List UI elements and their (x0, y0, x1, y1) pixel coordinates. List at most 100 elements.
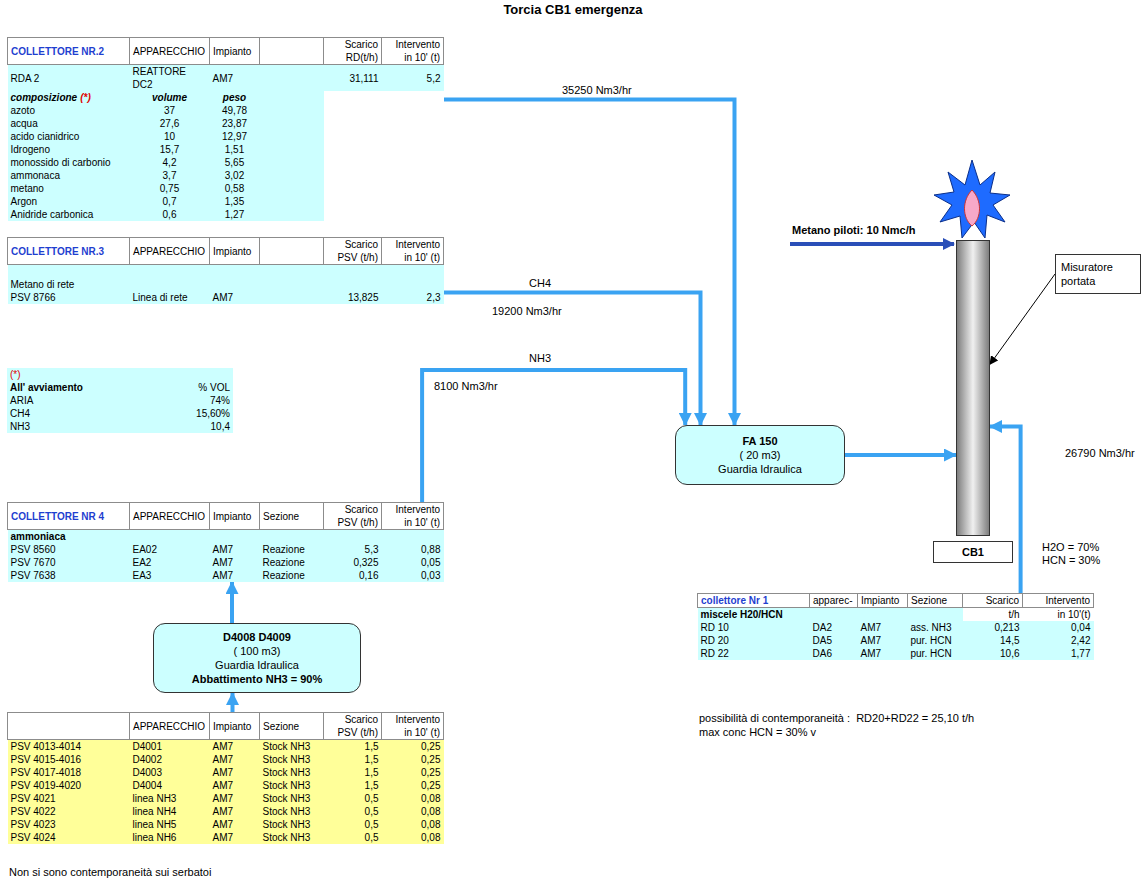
table-cell (324, 91, 382, 104)
cell-text: Stock NH3 (263, 806, 311, 817)
flow-arrow (990, 427, 1021, 594)
table-cell: Intervento in 10' (t) (382, 713, 444, 740)
cell-text: Intervento in 10' (t) (396, 504, 440, 528)
cell-text: 23,87 (222, 118, 247, 129)
table-row: APPARECCHIOImpiantoSezioneScarico PSV (t… (8, 713, 444, 740)
table-cell: 1,77 (1023, 647, 1094, 660)
table-grid: COLLETTORE NR.2APPARECCHIOImpiantoScaric… (7, 37, 444, 221)
table-row: acido cianidrico1012,97 (8, 130, 444, 143)
pilot-methane-arrow (790, 242, 954, 246)
cell-text: azoto (11, 105, 35, 116)
table-cell: AM7 (858, 634, 908, 647)
table-cell: COLLETTORE NR.2 (8, 38, 130, 65)
cell-text: 0,16 (359, 570, 378, 581)
cell-text: 0,213 (994, 622, 1019, 633)
table-cell (260, 278, 324, 291)
table-row: collettore Nr 1apparec-ImpiantoSezioneSc… (698, 594, 1094, 608)
data-table: collettore Nr 1apparec-ImpiantoSezioneSc… (697, 593, 1094, 660)
table-cell: pur. HCN (908, 634, 963, 647)
table-cell: PSV 4019-4020 (8, 779, 130, 792)
table-cell: AM7 (210, 556, 260, 569)
table-cell (130, 278, 210, 291)
table-row: composizione(*)volumepeso (8, 91, 444, 104)
table-cell: 23,87 (210, 117, 260, 130)
cell-text: Linea di rete (133, 292, 188, 303)
cell-text: 5,2 (427, 73, 441, 84)
box-text: ( 100 m3) (160, 644, 354, 658)
cell-text: acido cianidrico (11, 131, 80, 142)
note-label: 19200 Nm3/hr (490, 305, 564, 318)
cell-text: 3,7 (163, 170, 177, 181)
table-row: RD 22DA6AM7pur. HCN10,61,77 (698, 647, 1094, 660)
cell-text: AM7 (213, 767, 234, 778)
table-cell (260, 169, 324, 182)
cell-text: 10,4 (211, 421, 230, 432)
cell-text: Intervento (1046, 595, 1090, 606)
table-cell: 0,88 (382, 543, 444, 556)
cell-text: 0,04 (1071, 622, 1090, 633)
table-cell (210, 265, 260, 279)
cell-text: AM7 (213, 557, 234, 568)
table-cell: 31,111 (324, 65, 382, 92)
table-cell: APPARECCHIO (130, 713, 210, 740)
cell-text: AM7 (213, 819, 234, 830)
table-cell: 0,04 (1023, 621, 1094, 634)
box-text: Abbattimento NH3 = 90% (160, 672, 354, 686)
table-cell: DA5 (810, 634, 858, 647)
table-cell: ammonaca (8, 169, 130, 182)
cell-text: RD 10 (701, 622, 729, 633)
cell-text: APPARECCHIO (133, 46, 205, 57)
cell-text: pur. HCN (911, 648, 952, 659)
table-row: PSV 8560EA02AM7Reazione5,30,88 (8, 543, 444, 556)
table-row: Metano di rete (8, 278, 444, 291)
table-cell (908, 608, 963, 622)
cell-text: AM7 (213, 793, 234, 804)
table-cell (382, 182, 444, 195)
table-cell: % VOL (157, 381, 233, 394)
table-cell: COLLETTORE NR.3 (8, 238, 130, 265)
cell-text: 0,5 (365, 793, 379, 804)
table-row: PSV 7670EA2AM7Reazione0,3250,05 (8, 556, 444, 569)
table-cell: AM7 (210, 818, 260, 831)
table-cell: 0,25 (382, 779, 444, 792)
table-cell: 1,51 (210, 143, 260, 156)
table-cell (324, 208, 382, 221)
table-cell (324, 117, 382, 130)
table-row: COLLETTORE NR.2APPARECCHIOImpiantoScaric… (8, 38, 444, 65)
table-body: collettore Nr 1apparec-ImpiantoSezioneSc… (698, 594, 1094, 661)
table-cell: composizione(*) (8, 91, 130, 104)
table-grid: COLLETTORE NR.3APPARECCHIOImpiantoScaric… (7, 237, 444, 304)
table-cell: Linea di rete (130, 291, 210, 304)
cell-text: metano (11, 183, 44, 194)
table-cell: RD 10 (698, 621, 810, 634)
table-cell: PSV 8766 (8, 291, 130, 304)
cell-text: COLLETTORE NR.2 (11, 46, 104, 57)
table-cell: 0,7 (130, 195, 210, 208)
cell-text: Impianto (213, 246, 251, 257)
table-cell: 0,08 (382, 831, 444, 844)
cell-text: 1,27 (225, 209, 244, 220)
table-cell (382, 169, 444, 182)
cell-text: 0,6 (163, 209, 177, 220)
cell-text: AM7 (861, 622, 882, 633)
cell-text: ARIA (10, 395, 33, 406)
cell-text: 31,111 (349, 73, 378, 84)
table-row: CH415,60% (7, 407, 233, 420)
table-cell: AM7 (858, 647, 908, 660)
table-row: RD 10DA2AM7ass. NH30,2130,04 (698, 621, 1094, 634)
table-cell (260, 117, 324, 130)
table-cell: acqua (8, 117, 130, 130)
cell-text: volume (152, 92, 187, 103)
table-body: APPARECCHIOImpiantoSezioneScarico PSV (t… (8, 713, 444, 845)
table-cell: EA3 (130, 569, 210, 582)
table-cell (260, 65, 324, 92)
table-cell: 10,6 (963, 647, 1023, 660)
flow-label: NH3 (527, 352, 553, 365)
table-cell: collettore Nr 1 (698, 594, 810, 608)
cell-text: 1,77 (1071, 648, 1090, 659)
cell-text: RD 20 (701, 635, 729, 646)
table-cell: 5,3 (324, 543, 382, 556)
cell-text: Stock NH3 (263, 741, 311, 752)
table-cell: 49,78 (210, 104, 260, 117)
table-cell: Stock NH3 (260, 792, 324, 805)
